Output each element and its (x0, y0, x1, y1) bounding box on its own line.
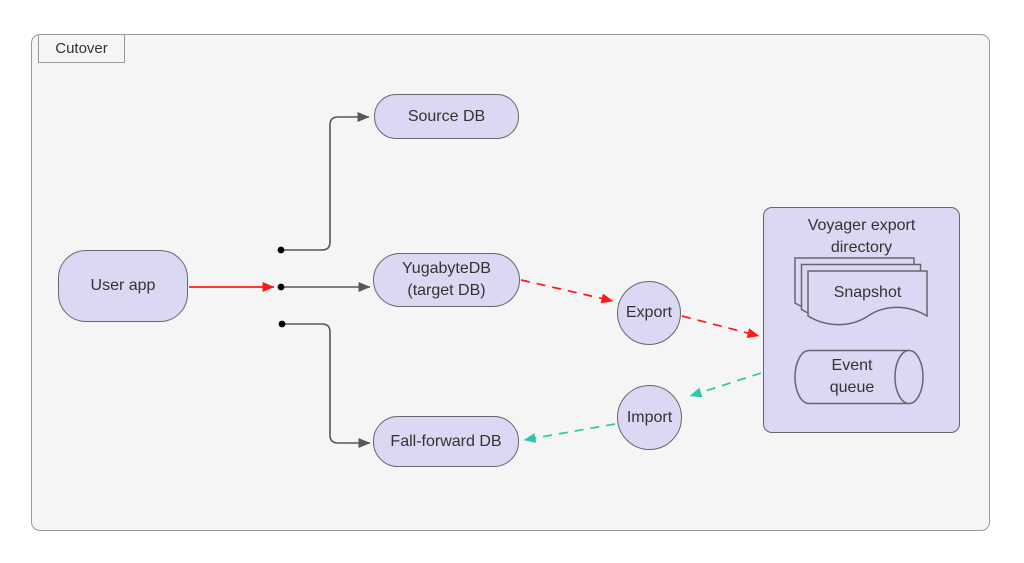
node-user-app: User app (58, 250, 188, 322)
cutover-group-label: Cutover (38, 33, 125, 63)
node-yugabytedb-target-db: YugabyteDB (target DB) (373, 253, 520, 307)
node-export: Export (617, 281, 681, 345)
node-import: Import (617, 385, 682, 450)
voyager-export-directory-title: Voyager export directory (807, 217, 916, 257)
event-queue-label: Event queue (829, 356, 875, 396)
node-fall-forward-db: Fall-forward DB (373, 416, 519, 467)
snapshot-label: Snapshot (833, 284, 902, 302)
node-source-db: Source DB (374, 94, 519, 139)
